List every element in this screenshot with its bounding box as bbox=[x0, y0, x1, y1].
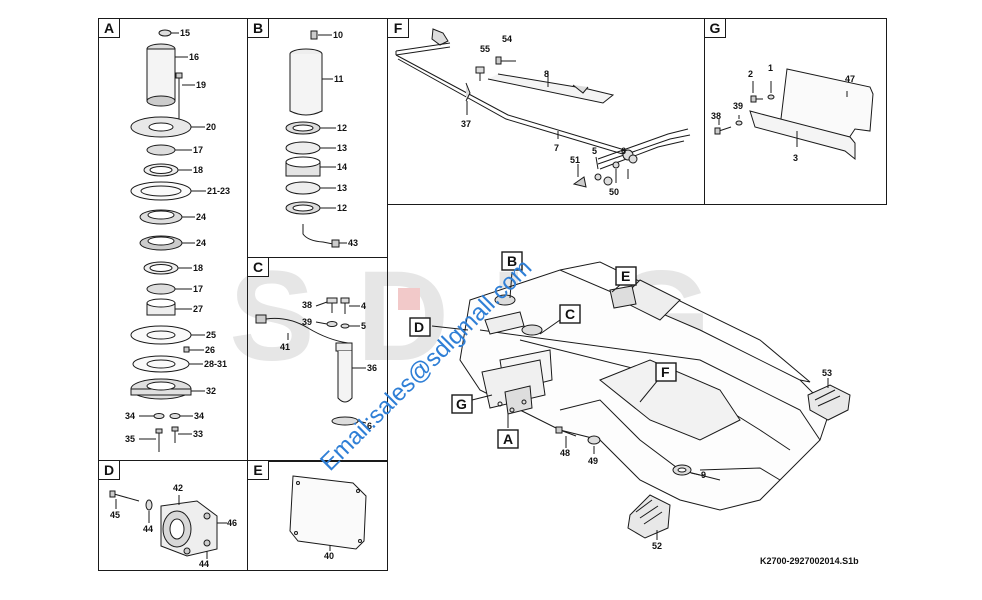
part-number: 54 bbox=[502, 34, 512, 44]
part-number: 27 bbox=[193, 304, 203, 314]
part-number: 45 bbox=[110, 510, 120, 520]
part-number: 24 bbox=[196, 238, 206, 248]
part-number: 32 bbox=[206, 386, 216, 396]
part-number: 6 bbox=[367, 421, 372, 431]
panel-b-drawing: 10 11 12 13 14 13 12 43 bbox=[285, 30, 358, 248]
part-number: 17 bbox=[193, 284, 203, 294]
part-number: 44 bbox=[143, 524, 153, 534]
watermark-email-text: Email:sales@sdlgmall.com bbox=[315, 254, 537, 476]
part-number: 46 bbox=[227, 518, 237, 528]
part-number: 25 bbox=[206, 330, 216, 340]
part-number: 51 bbox=[570, 155, 580, 165]
panel-g-label: G bbox=[704, 18, 726, 38]
panel-b-label: B bbox=[247, 18, 269, 38]
part-number: 15 bbox=[180, 28, 190, 38]
part-number: 37 bbox=[461, 119, 471, 129]
part-number: 21-23 bbox=[207, 186, 230, 196]
part-number: 48 bbox=[560, 448, 570, 458]
part-number: 38 bbox=[302, 300, 312, 310]
part-number: 39 bbox=[302, 317, 312, 327]
part-number: 3 bbox=[793, 153, 798, 163]
part-number: 7 bbox=[554, 143, 559, 153]
panel-f-drawing: 55 54 8 37 7 51 5 6 50 bbox=[395, 28, 691, 197]
part-number: 41 bbox=[280, 342, 290, 352]
panel-g-drawing: 2 1 47 38 39 3 bbox=[711, 63, 874, 163]
part-number: 1 bbox=[768, 63, 773, 73]
part-number: 19 bbox=[196, 80, 206, 90]
callout-b: B bbox=[507, 253, 517, 269]
callout-f: F bbox=[661, 364, 670, 380]
panel-a-drawing: 15 16 19 20 17 18 21-23 24 24 18 17 27 2… bbox=[125, 28, 230, 452]
part-number: 40 bbox=[324, 551, 334, 561]
part-number: 39 bbox=[733, 101, 743, 111]
callout-c: C bbox=[565, 306, 575, 322]
panel-d-label: D bbox=[98, 460, 120, 480]
panel-g: G 2 1 47 38 39 3 bbox=[704, 18, 887, 205]
panel-c: C 38 4 39 5 41 36 6 bbox=[247, 257, 388, 462]
part-number: 12 bbox=[337, 203, 347, 213]
part-number: 18 bbox=[193, 263, 203, 273]
part-number: 11 bbox=[334, 74, 344, 84]
panel-f: F 55 54 bbox=[387, 18, 705, 205]
part-number: 52 bbox=[652, 541, 662, 551]
panel-d: D 42 45 44 46 44 bbox=[98, 460, 248, 571]
part-number: 14 bbox=[337, 162, 347, 172]
panel-f-label: F bbox=[387, 18, 409, 38]
part-number: 5 bbox=[361, 321, 366, 331]
part-number: 35 bbox=[125, 434, 135, 444]
part-number: 34 bbox=[125, 411, 135, 421]
part-number: 28-31 bbox=[204, 359, 227, 369]
part-number: 12 bbox=[337, 123, 347, 133]
panel-e: E 40 bbox=[247, 460, 388, 571]
part-number: 10 bbox=[333, 30, 343, 40]
part-number: 13 bbox=[337, 143, 347, 153]
panel-c-label: C bbox=[247, 257, 269, 277]
drawing-number: K2700-2927002014.S1b bbox=[760, 556, 859, 566]
callout-e: E bbox=[621, 268, 630, 284]
panel-a-label: A bbox=[98, 18, 120, 38]
part-number: 20 bbox=[206, 122, 216, 132]
part-number: 43 bbox=[348, 238, 358, 248]
part-number: 38 bbox=[711, 111, 721, 121]
panel-c-drawing: 38 4 39 5 41 36 6 bbox=[255, 297, 377, 431]
part-number: 53 bbox=[822, 368, 832, 378]
part-number: 16 bbox=[189, 52, 199, 62]
part-number: 55 bbox=[480, 44, 490, 54]
part-number: 8 bbox=[544, 69, 549, 79]
part-number: 13 bbox=[337, 183, 347, 193]
callout-d: D bbox=[414, 319, 424, 335]
part-number: 33 bbox=[193, 429, 203, 439]
part-number: 44 bbox=[199, 559, 209, 569]
part-number: 6 bbox=[621, 146, 626, 156]
panel-b: B 10 11 12 13 14 13 12 bbox=[247, 18, 388, 258]
part-number: 5 bbox=[592, 146, 597, 156]
panel-e-label: E bbox=[247, 460, 269, 480]
part-number: 49 bbox=[588, 456, 598, 466]
part-number: 50 bbox=[609, 187, 619, 197]
part-number: 18 bbox=[193, 165, 203, 175]
part-number: 47 bbox=[845, 74, 855, 84]
part-number: 9 bbox=[701, 470, 706, 480]
part-number: 36 bbox=[367, 363, 377, 373]
part-number: 26 bbox=[205, 345, 215, 355]
part-number: 2 bbox=[748, 69, 753, 79]
panel-e-drawing: 40 bbox=[289, 475, 367, 561]
part-number: 42 bbox=[173, 483, 183, 493]
part-number: 34 bbox=[194, 411, 204, 421]
part-number: 17 bbox=[193, 145, 203, 155]
part-number: 4 bbox=[361, 301, 366, 311]
callout-g: G bbox=[456, 396, 467, 412]
callout-a: A bbox=[503, 431, 513, 447]
panel-d-drawing: 42 45 44 46 44 bbox=[109, 483, 237, 569]
part-number: 24 bbox=[196, 212, 206, 222]
